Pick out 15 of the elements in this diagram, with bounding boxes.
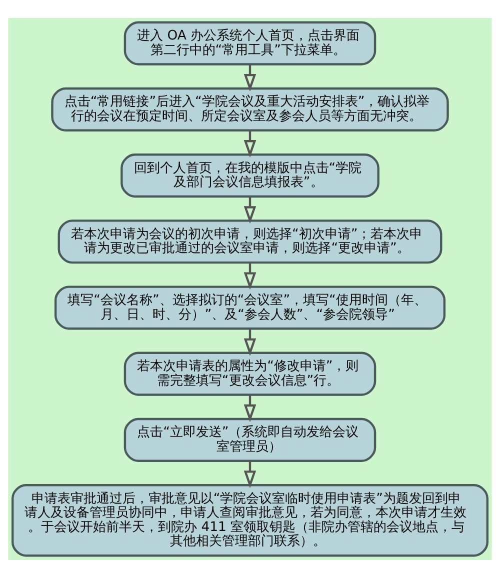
node-box: 申请表审批通过后，审批意见以“学院会议室临时使用申请表”为题发回到申请人及设备管理员协同中，申请人查阅审批意见，若为同意，本次申请才生效。于会议开始前半天，到院办 411 室领取钥匙（非院办管辖的会议地点，与其他相关管理部门联系）。 — [12, 483, 488, 556]
arrow — [244, 394, 256, 422]
arrow — [244, 64, 256, 92]
arrow — [244, 328, 256, 356]
node-box: 点击“常用链接”后进入“学院会议及重大活动安排表”，确认拟举行的会议在预定时间、所定会议室及参会人员等方面无冲突。 — [51, 86, 449, 131]
arrow — [244, 130, 256, 158]
node-box: 若本次申请表的属性为“修改申请”，则需完整填写“更改会议信息”行。 — [124, 351, 376, 396]
arrow — [244, 460, 256, 488]
arrow — [244, 196, 256, 224]
node-box: 若本次申请为会议的初次申请，则选择“初次申请”；若本次申请为更改已审批通过的会议室申请，则选择“更改申请”。 — [58, 219, 442, 264]
node-box: 点击“立即发送”（系统即自动发给会议室管理员） — [124, 417, 376, 462]
arrow — [244, 262, 256, 290]
node-box: 填写“会议名称”、选择拟订的“会议室”，填写“使用时间（年、月、日、时、分）”、及“参会人数”、“参会院领导” — [54, 285, 446, 330]
node-box: 进入 OA 办公系统个人首页，点击界面第二行中的“常用工具”下拉菜单。 — [124, 20, 376, 65]
node-box: 回到个人首页，在我的模版中点击“学院及部门会议信息填报表”。 — [120, 153, 380, 198]
